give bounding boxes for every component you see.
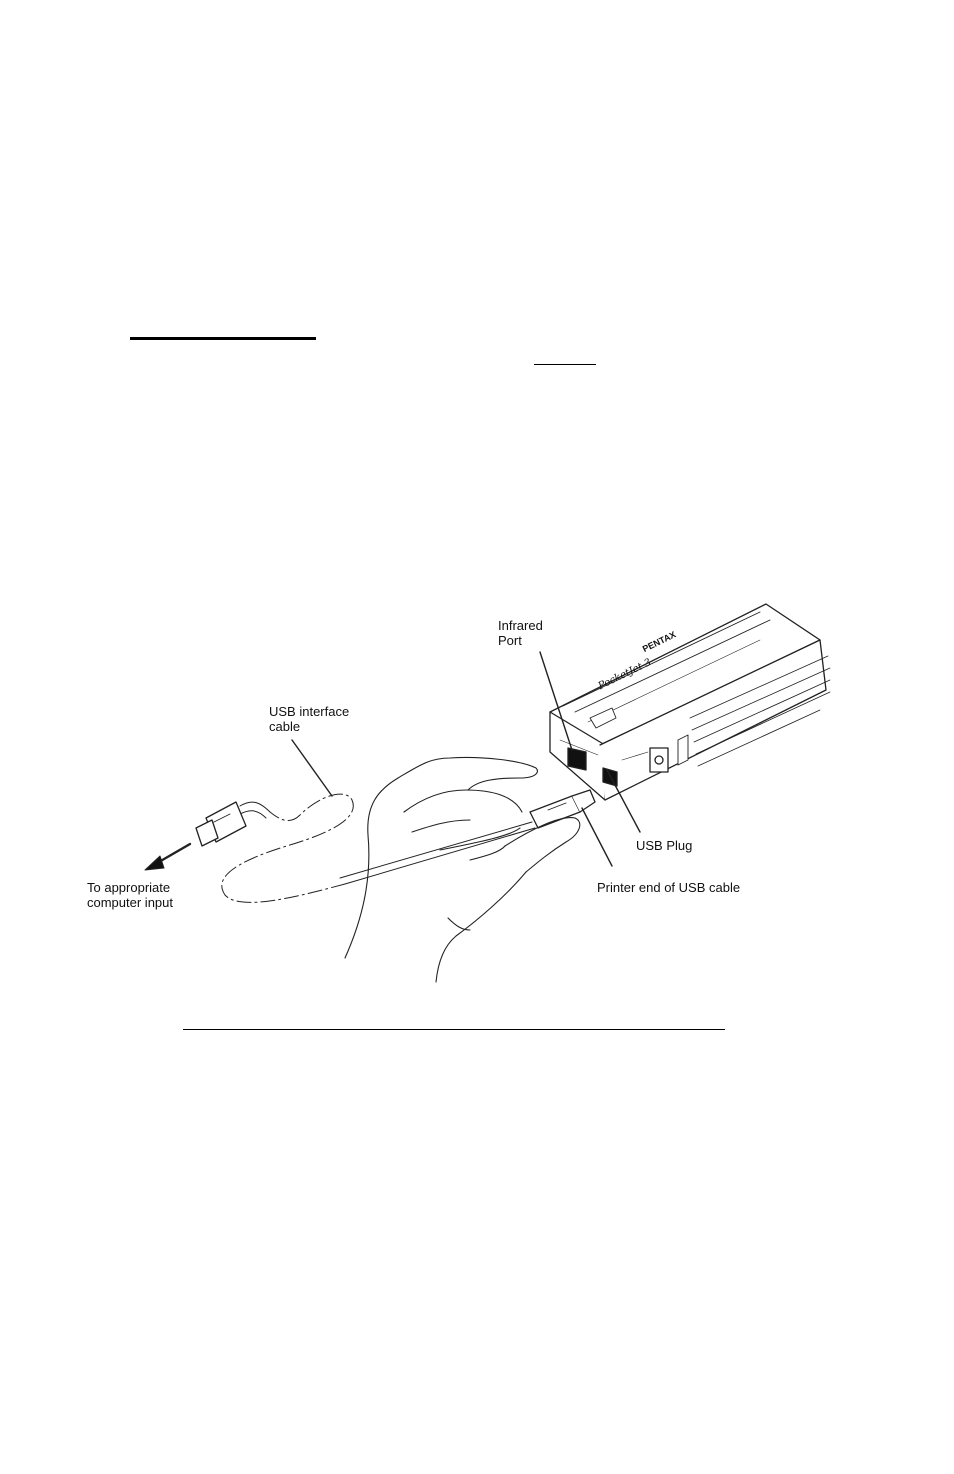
printer-illustration: [550, 604, 830, 800]
infrared-port-label: Infrared Port: [498, 618, 543, 648]
computer-input-label: To appropriate computer input: [87, 880, 173, 910]
printer-end-label: Printer end of USB cable: [597, 880, 740, 895]
usb-interface-cable-label: USB interface cable: [269, 704, 349, 734]
usb-plug-label: USB Plug: [636, 838, 692, 853]
usb-cable-illustration: [145, 790, 595, 902]
hand-illustration: [345, 757, 580, 982]
